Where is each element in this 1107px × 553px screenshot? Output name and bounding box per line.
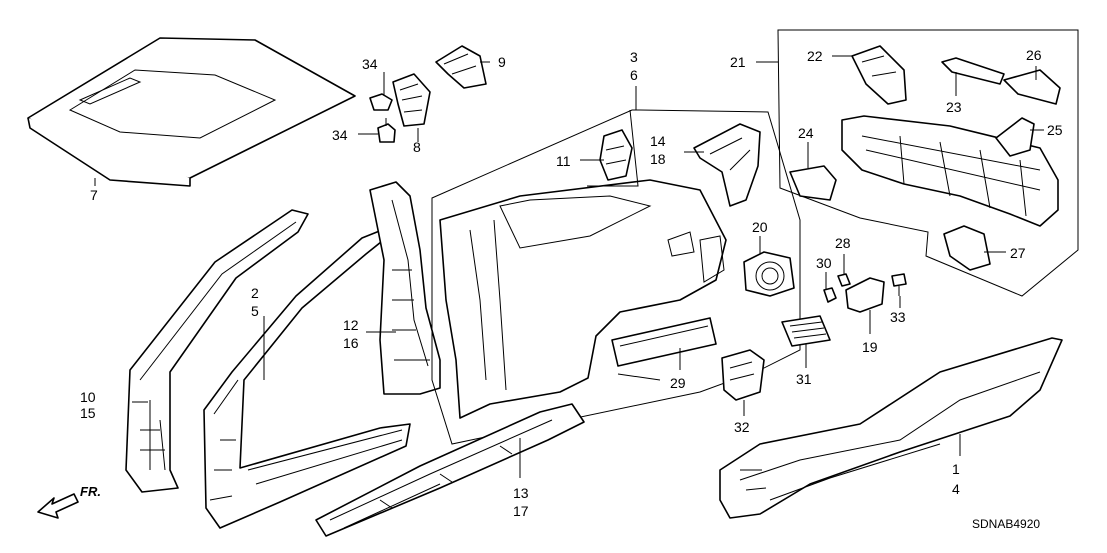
callout-1: 1 <box>952 461 960 477</box>
quarter-panel <box>439 179 727 419</box>
bracket-11 <box>587 109 639 187</box>
callout-2: 2 <box>251 285 259 301</box>
vent-31 <box>781 315 831 347</box>
bracket-14-18 <box>693 123 761 207</box>
callout-17: 17 <box>513 503 529 519</box>
bracket-22 <box>851 45 907 105</box>
callout-10: 10 <box>80 389 96 405</box>
callout-34-lower: 34 <box>332 127 348 143</box>
front-pillar-outer <box>125 209 309 493</box>
leader-lines <box>94 55 1044 478</box>
callout-9: 9 <box>498 54 506 70</box>
callout-11: 11 <box>556 153 571 169</box>
bracket-26 <box>1003 69 1061 105</box>
diagram-code: SDNAB4920 <box>972 517 1040 531</box>
callout-4: 4 <box>952 481 960 497</box>
callout-7: 7 <box>90 187 98 203</box>
callout-14: 14 <box>650 133 666 149</box>
front-pillar-inner <box>203 229 411 529</box>
callout-24: 24 <box>798 125 814 141</box>
rear-side-sill <box>719 337 1063 519</box>
screw-33 <box>891 273 907 296</box>
bracket-23 <box>941 57 1005 85</box>
callout-15: 15 <box>80 405 96 421</box>
callout-5: 5 <box>251 303 259 319</box>
callout-25: 25 <box>1047 122 1063 138</box>
side-garnish <box>611 317 717 367</box>
callout-27: 27 <box>1010 245 1026 261</box>
center-pillar <box>369 181 441 395</box>
callout-33: 33 <box>890 309 906 325</box>
bracket-9 <box>435 45 487 89</box>
bracket-27 <box>943 225 991 271</box>
callout-12: 12 <box>343 317 359 333</box>
callout-16: 16 <box>343 335 359 351</box>
fuel-lid-housing <box>743 251 795 297</box>
bracket-8 <box>392 73 431 127</box>
callout-32: 32 <box>734 419 750 435</box>
callout-6: 6 <box>630 67 638 83</box>
clip-34-upper <box>369 93 393 111</box>
bracket-24 <box>789 165 837 201</box>
callout-30: 30 <box>816 255 832 271</box>
roof-panel <box>27 37 356 187</box>
bracket-25 <box>995 117 1035 157</box>
clip-30 <box>823 287 837 303</box>
callout-34-upper: 34 <box>362 56 378 72</box>
callout-22: 22 <box>807 48 823 64</box>
callout-26: 26 <box>1026 47 1042 63</box>
bracket-32 <box>721 349 765 401</box>
clip-28 <box>837 273 851 287</box>
front-direction-arrow-icon <box>37 493 79 519</box>
callout-23: 23 <box>946 99 962 115</box>
front-marker: FR. <box>80 484 101 499</box>
callout-18: 18 <box>650 151 666 167</box>
quarter-panel-frame <box>431 109 801 445</box>
callout-13: 13 <box>513 485 529 501</box>
rear-panel-frame <box>777 29 1079 297</box>
callout-19: 19 <box>862 339 878 355</box>
callout-20: 20 <box>752 219 768 235</box>
callout-29: 29 <box>670 375 686 391</box>
callouts: 1 4 2 5 3 6 7 8 9 10 15 11 12 16 13 17 1… <box>80 47 1063 519</box>
callout-21: 21 <box>730 54 746 70</box>
clip-34-lower <box>377 118 396 143</box>
callout-31: 31 <box>796 371 812 387</box>
callout-8: 8 <box>413 139 421 155</box>
callout-28: 28 <box>835 235 851 251</box>
fuel-lid <box>845 277 885 313</box>
callout-3: 3 <box>630 49 638 65</box>
side-sill <box>315 403 585 537</box>
